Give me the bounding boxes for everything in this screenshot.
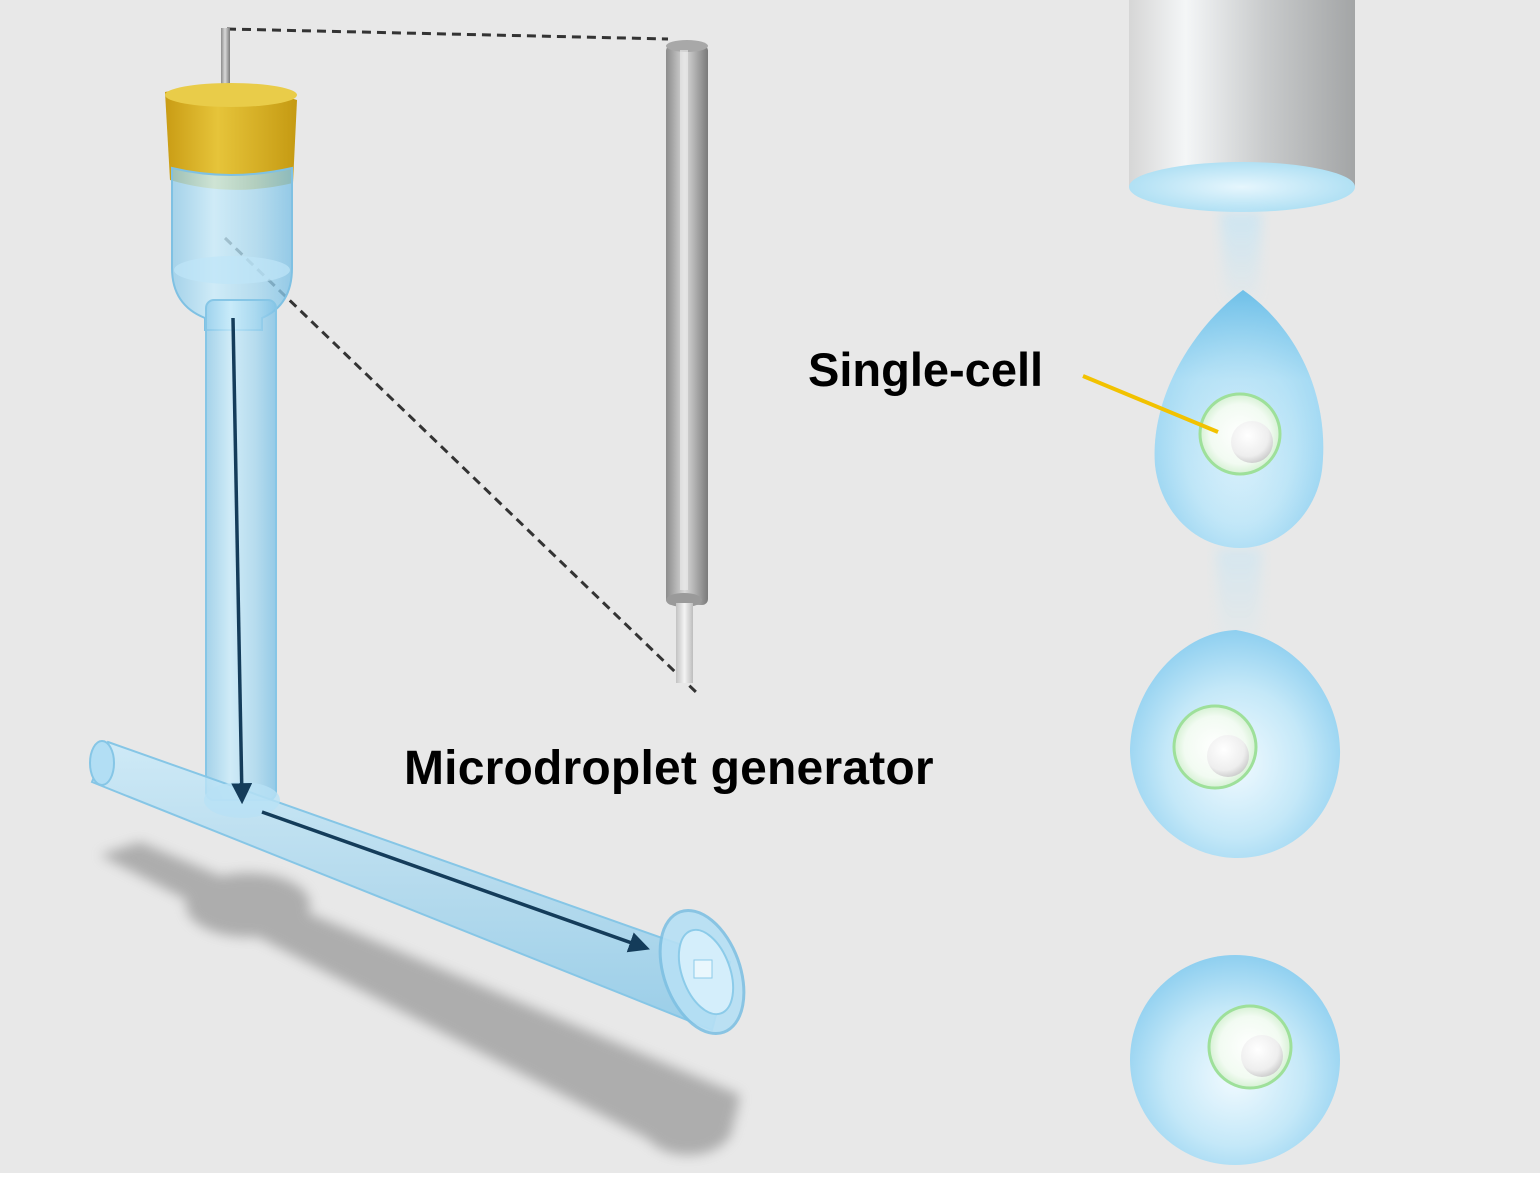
single-cell-label: Single-cell xyxy=(808,343,1044,396)
generator-shadow xyxy=(100,842,740,1155)
flared-outlet xyxy=(658,908,746,1036)
spray-stream xyxy=(1220,212,1262,300)
gold-cap xyxy=(165,86,297,190)
cylindrical-collector-icon xyxy=(1129,0,1355,212)
spray-stream-lower xyxy=(1216,548,1262,640)
cell-droplet-3-icon xyxy=(1130,955,1340,1165)
flow-arrow-down xyxy=(231,317,253,805)
cell-droplet-2-icon xyxy=(1130,630,1341,858)
electrode-wire xyxy=(221,28,230,90)
cell-droplet-1-icon xyxy=(1154,290,1324,548)
microdroplet-generator-label: Microdroplet generator xyxy=(404,742,934,795)
metal-needle-electrode-icon xyxy=(666,40,708,683)
flow-arrow-outlet xyxy=(261,810,650,953)
glass-reservoir xyxy=(171,166,293,331)
glass-capillary-generator-icon xyxy=(89,28,746,1036)
single-cell-pointer-line xyxy=(1082,374,1219,434)
zoom-connector-lines xyxy=(223,27,699,695)
